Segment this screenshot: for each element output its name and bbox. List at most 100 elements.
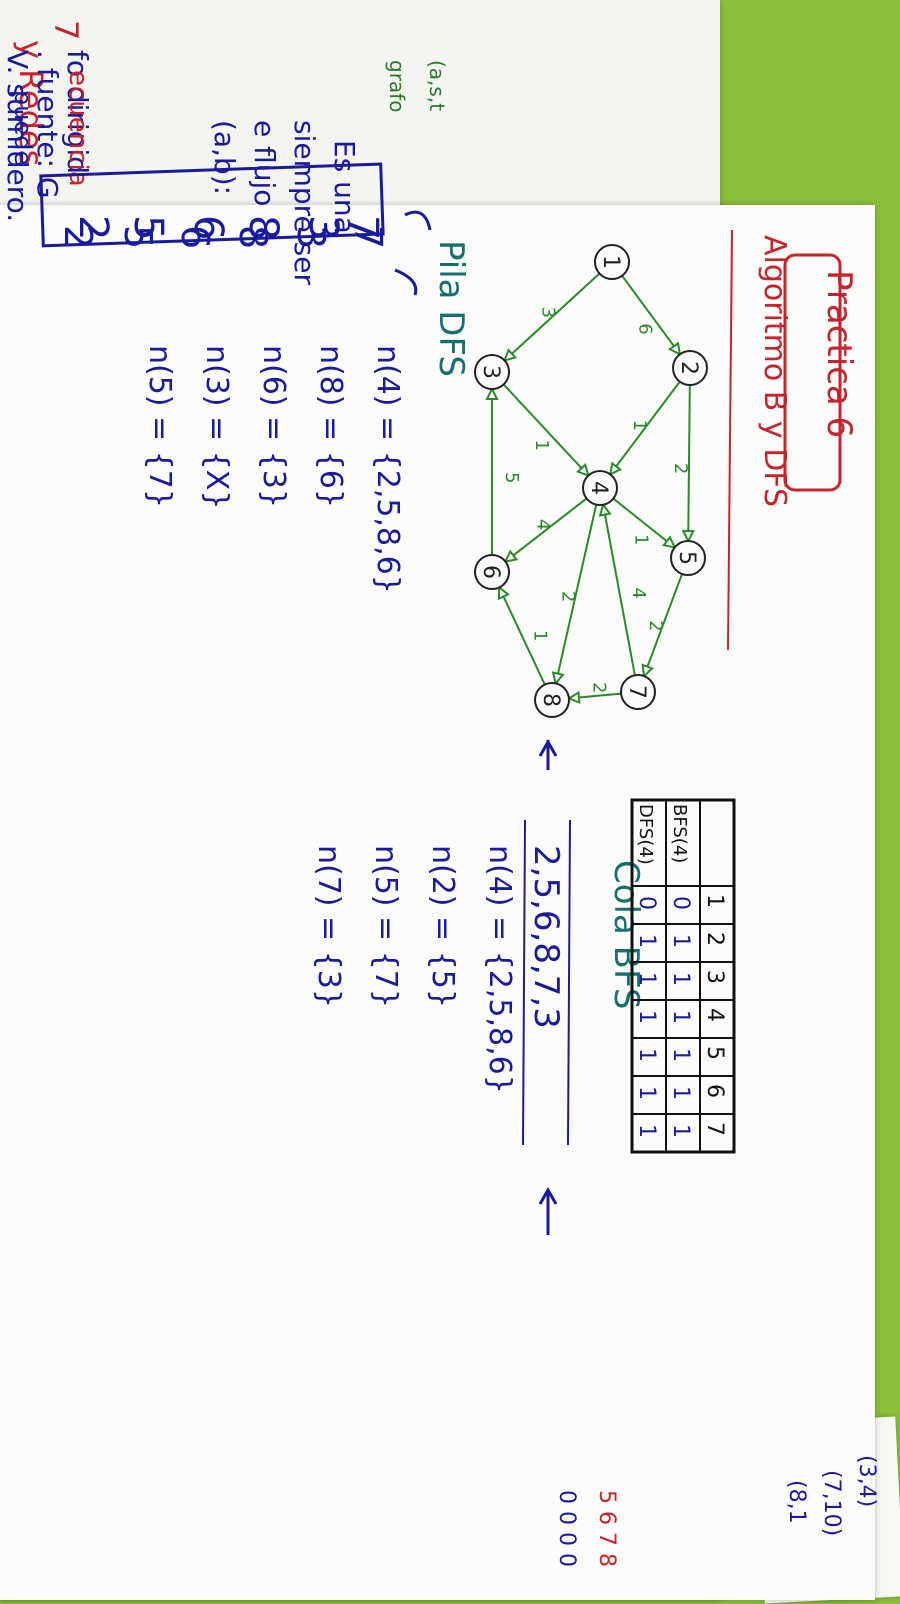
back-line-5: Es una [328, 140, 361, 234]
edge-arrowhead [503, 549, 519, 563]
bfs-neighbor-set: n(2) = {5} [425, 845, 460, 1008]
back-line-7: e flujo [248, 120, 281, 206]
edge-arrowhead [598, 502, 612, 517]
edge-weight: 2 [645, 620, 666, 631]
graph-edge [602, 504, 636, 676]
dfs-stack-item: 5 [116, 225, 160, 249]
table-row-label: BFS(4) [669, 804, 690, 863]
back-margin-number: 7 [47, 20, 85, 40]
corner-note-3: 5 6 7 8 [594, 1490, 619, 1567]
boxed-number-1: 5 [125, 215, 171, 240]
corner-note-0: (3,4) [854, 1455, 879, 1507]
edge-arrowhead [502, 348, 518, 363]
bfs-heading: Cola BFS [606, 860, 646, 1010]
edge-weight: 1 [530, 630, 551, 641]
graph-node [582, 470, 618, 506]
edge-arrowhead [681, 529, 695, 544]
table-cell: 1 [634, 1048, 659, 1062]
back-line-0: fo dirigid [61, 50, 94, 174]
graph-edge [621, 275, 681, 355]
dfs-stack-item: 6 [173, 225, 217, 249]
dfs-neighbor-set: n(5) = {7} [142, 345, 177, 508]
graph-edge [503, 272, 601, 362]
edge-weight: 1 [630, 534, 651, 545]
page-title: Practica 6 [819, 270, 859, 438]
table-header-cell: 6 [702, 1084, 727, 1098]
dfs-stack-item: 7 [346, 225, 390, 249]
back-line-6: siempre ser [288, 120, 321, 285]
dfs-neighbor-set: n(3) = {X} [199, 345, 234, 509]
title-underline [727, 229, 733, 651]
table-border [630, 798, 736, 1154]
dfs-neighbors: n(4) = {2,5,8,6} n(8) = {6} n(6) = {3} n(3)… [142, 345, 405, 594]
table-cell: 1 [634, 1124, 659, 1138]
graph-node [474, 554, 510, 590]
bfs-neighbor-set: n(7) = {3} [311, 845, 346, 1008]
edge-arrowhead [608, 461, 623, 477]
table-cell: 0 [634, 896, 659, 910]
table-cell: 1 [668, 972, 693, 986]
dfs-neighbor-set: n(6) = {3} [256, 345, 291, 508]
back-line-8: (a,b): [208, 120, 241, 195]
table-cell: 1 [634, 934, 659, 948]
bfs-neighbor-set: n(4) = {2,5,8,6} [482, 845, 517, 1094]
edge-weight: 2 [589, 682, 610, 693]
graph-node-label: 1 [598, 255, 623, 269]
table-header-cell: 1 [702, 894, 727, 908]
bfs-neighbor-set: n(5) = {7} [368, 845, 403, 1008]
dfs-stack-item: 2 [56, 225, 100, 249]
bfs-queue: 2,5,6,8,7,3 [526, 845, 566, 1029]
edge-arrowhead [668, 341, 682, 357]
table-header-cell: 7 [702, 1122, 727, 1136]
graph-edge [609, 381, 681, 475]
graph-edge [502, 383, 590, 477]
table-cell: 1 [668, 1124, 693, 1138]
table-cell: 1 [668, 1010, 693, 1024]
boxed-number-4: 3 [300, 215, 346, 240]
dfs-neighbor-set: n(4) = {2,5,8,6} [370, 345, 405, 594]
back-line-10: puede [9, 90, 37, 165]
table-header-cell: 4 [702, 1008, 727, 1022]
title-box [783, 253, 842, 492]
boxed-number-0: 2 [70, 215, 116, 240]
graph-node [594, 244, 630, 280]
boxed-number-5: 7 [340, 215, 386, 240]
table-header-cell: 5 [702, 1046, 727, 1060]
dfs-heading: Pila DFS [431, 240, 471, 377]
graph-node [670, 540, 706, 576]
table-cell: 1 [668, 1086, 693, 1100]
table-cell: 1 [634, 1086, 659, 1100]
edge-arrowhead [641, 663, 654, 679]
graph-node-label: 7 [624, 685, 649, 699]
edge-arrowhead [485, 386, 499, 400]
dfs-neighbor-set: n(8) = {6} [313, 345, 348, 508]
back-red-title: y Redes [12, 40, 50, 166]
edge-weight: 6 [635, 323, 656, 334]
graph-edge [554, 504, 598, 684]
stack-arrow-out [394, 268, 418, 296]
graph-edge [687, 384, 691, 542]
boxed-number-3: 8 [240, 215, 286, 240]
corner-note-2: (8,1 [784, 1480, 809, 1524]
graph-edge [504, 497, 588, 563]
graph-node [474, 354, 510, 390]
edge-weight: 4 [628, 587, 649, 598]
table-cell: 1 [634, 1010, 659, 1024]
queue-top-line [567, 819, 571, 1146]
table-header-cell: 2 [702, 932, 727, 946]
graph-node-label: 6 [478, 565, 503, 579]
table-cell: 0 [668, 896, 693, 910]
queue-arrowhead-out [538, 1186, 558, 1205]
back-line-4: grafo [385, 60, 409, 112]
edge-arrowhead [661, 535, 677, 549]
back-line-9: ecuencia [63, 70, 93, 187]
edge-weight: 2 [557, 591, 578, 602]
back-notes: fo dirigid . fuente: G V. sumidero. [1, 50, 94, 222]
corner-notes: (3,4) (7,10) (8,1 5 6 7 8 0 0 0 0 [554, 1455, 879, 1567]
table-header-cell: 3 [702, 970, 727, 984]
edge-weight: 5 [501, 472, 522, 483]
graph-node-label: 3 [478, 365, 503, 379]
